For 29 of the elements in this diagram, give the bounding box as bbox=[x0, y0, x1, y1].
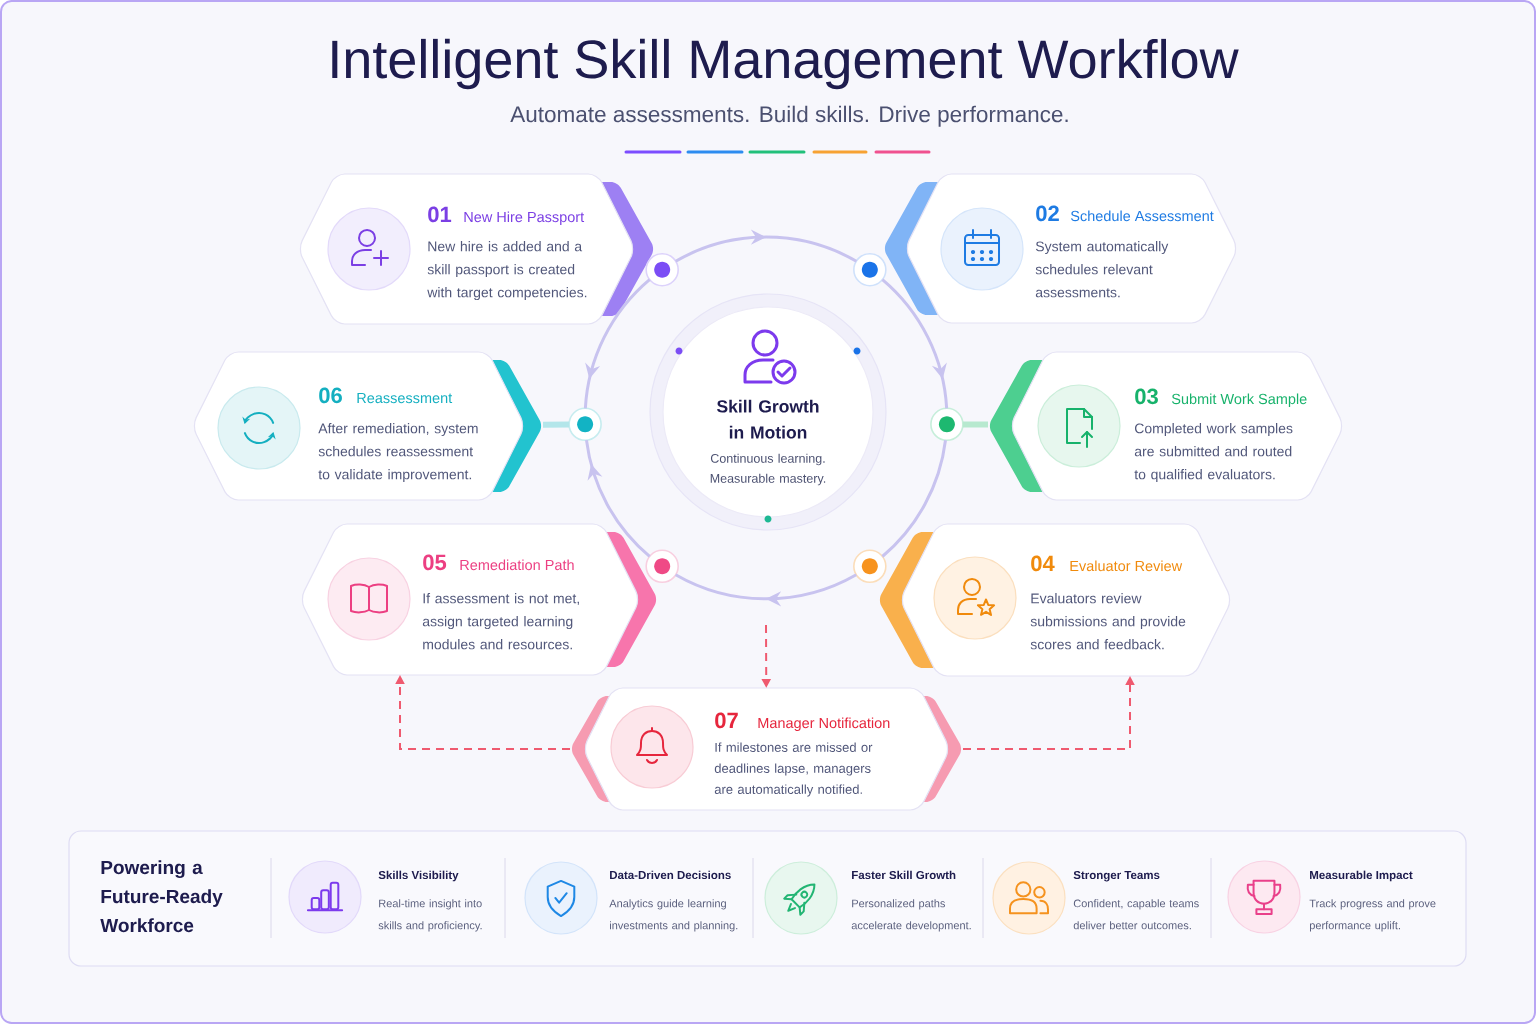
feature-description: Confident, capable teams deliver better outcomes. bbox=[1073, 899, 1199, 930]
arrow bbox=[585, 439, 651, 558]
feature-description: Real-time insight into skills and proficiency. bbox=[378, 899, 482, 932]
feature-description: Track progress and prove performance uplift. bbox=[1309, 899, 1436, 932]
connector-dot bbox=[853, 252, 887, 287]
connector-line bbox=[543, 421, 570, 428]
feature-title: Data-Driven Decisions bbox=[610, 870, 731, 880]
feature-description: Analytics guide learning investments and planning. bbox=[609, 899, 738, 932]
feature-title: Stronger Teams bbox=[1073, 870, 1160, 882]
panel-heading: Powering a Future-Ready Workforce bbox=[100, 860, 223, 933]
connector-dot bbox=[568, 407, 602, 442]
connector-dot bbox=[645, 549, 679, 584]
arrow bbox=[583, 278, 651, 409]
feature-title: Skills Visibility bbox=[378, 870, 459, 882]
feature-title: Measurable Impact bbox=[1310, 870, 1413, 882]
arrow bbox=[675, 229, 858, 263]
arrow bbox=[881, 278, 949, 409]
connector-dot bbox=[645, 252, 679, 287]
arrow bbox=[674, 573, 857, 607]
subtitle: Automate assessments. Build skills. Drive performance. bbox=[510, 105, 1068, 127]
feature-title: Faster Skill Growth bbox=[852, 870, 956, 880]
center-subtitle: Continuous learning. Measurable mastery. bbox=[710, 453, 826, 486]
connector-line bbox=[962, 421, 989, 428]
center-title: Skill Growth in Motion bbox=[717, 399, 819, 439]
connector-dot bbox=[930, 407, 964, 442]
connector-line bbox=[881, 440, 947, 558]
connector-dot bbox=[853, 549, 887, 584]
feature-description: Personalized paths accelerate development. bbox=[851, 899, 971, 932]
title: Intelligent Skill Management Workflow bbox=[332, 38, 1239, 90]
